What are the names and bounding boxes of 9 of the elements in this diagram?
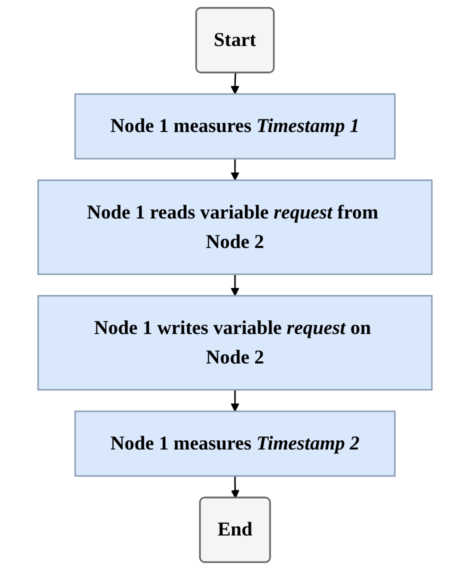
arrow [230,390,239,412]
node-box: Node 1 measures Timestamp 1 [74,93,396,160]
arrow [230,158,239,181]
node-box: Node 1 measures Timestamp 2 [74,410,396,477]
node-box: Node 1 writes variable request on Node 2 [36,295,432,391]
node-box: Node 1 reads variable request from Node 2 [36,179,432,275]
arrow [230,274,239,296]
arrow [230,476,239,498]
arrow [230,72,239,94]
